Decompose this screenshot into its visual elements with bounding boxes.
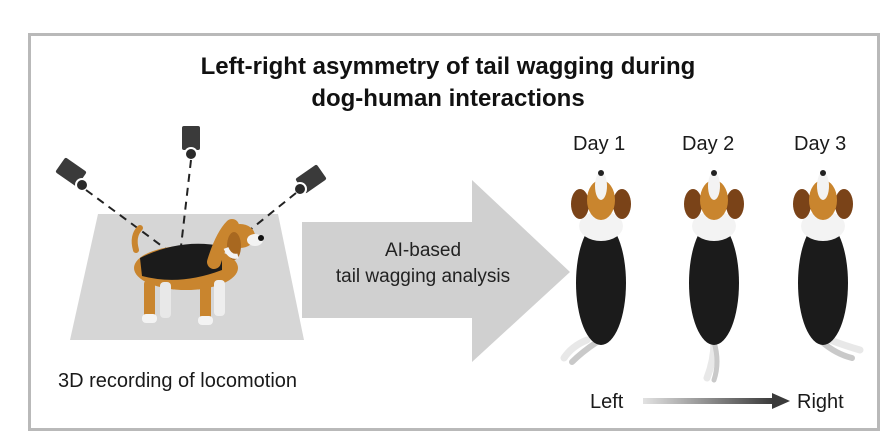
camera-left-icon [55, 157, 89, 192]
left-right-arrow [643, 393, 790, 409]
day-label-1: Day 1 [573, 133, 626, 155]
analysis-label: AI-based tail wagging analysis [318, 238, 528, 290]
left-label: Left [590, 391, 624, 413]
right-label: Right [797, 391, 844, 413]
recording-label: 3D recording of locomotion [58, 370, 298, 392]
figure-title: Left-right asymmetry of tail wagging dur… [0, 51, 896, 115]
title-line-1: Left-right asymmetry of tail wagging dur… [200, 53, 696, 80]
dog-top-view-day-3 [793, 170, 864, 361]
dog-top-view-day-2 [684, 170, 744, 383]
dog-top-view-day-1 [560, 170, 631, 365]
day-label-2: Day 2 [682, 133, 735, 155]
beagle-side-view [131, 219, 264, 325]
camera-right-icon [293, 164, 327, 196]
camera-top-icon [182, 126, 200, 161]
day-label-3: Day 3 [794, 133, 847, 155]
title-line-2: dog-human interactions [311, 85, 585, 112]
analysis-label-line-1: AI-based [384, 240, 462, 261]
analysis-label-line-2: tail wagging analysis [335, 266, 511, 287]
analysis-arrow-shape [302, 180, 570, 362]
